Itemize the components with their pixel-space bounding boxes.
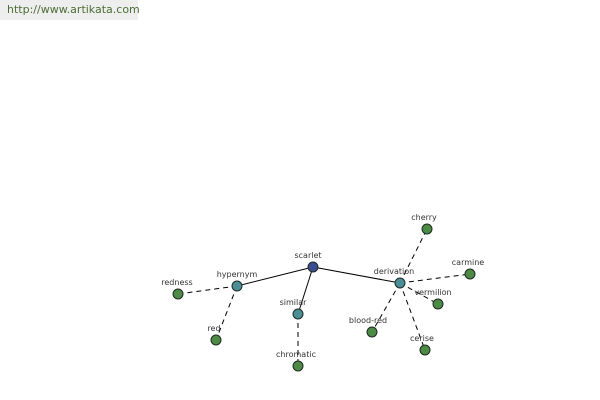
- word-node-circle[interactable]: [292, 360, 304, 372]
- relation-node-label[interactable]: similar: [280, 298, 308, 307]
- relation-node-label[interactable]: hypernym: [217, 270, 258, 279]
- word-node-chromatic[interactable]: chromatic: [276, 350, 316, 372]
- relation-node-hypernym[interactable]: hypernym: [217, 270, 258, 292]
- word-node-carmine[interactable]: carmine: [452, 258, 485, 280]
- word-node-cherry[interactable]: cherry: [411, 213, 437, 235]
- word-node-circle[interactable]: [366, 326, 378, 338]
- word-edge-red: [215, 285, 238, 341]
- word-edge-carmine: [399, 273, 471, 284]
- word-node-redness[interactable]: redness: [161, 278, 193, 300]
- word-node-circle[interactable]: [432, 298, 444, 310]
- root-node-scarlet[interactable]: scarlet: [294, 251, 322, 273]
- word-node-label[interactable]: blood-red: [349, 316, 387, 325]
- word-edge-cherry: [399, 228, 428, 284]
- relation-edge-similar: [297, 266, 314, 315]
- relation-node-circle[interactable]: [231, 280, 243, 292]
- word-node-cerise[interactable]: cerise: [410, 334, 434, 356]
- word-edge-vermilion: [399, 282, 439, 305]
- root-node-label[interactable]: scarlet: [294, 251, 321, 260]
- graph-edges: [177, 228, 471, 366]
- word-node-circle[interactable]: [172, 288, 184, 300]
- word-node-label[interactable]: redness: [161, 278, 192, 287]
- word-node-red[interactable]: red: [207, 324, 222, 346]
- word-node-label[interactable]: vermilion: [414, 288, 451, 297]
- relation-edge-derivation: [312, 266, 401, 284]
- word-node-label[interactable]: carmine: [452, 258, 485, 267]
- graph-nodes: redness red chromatic cherry carmine vermilio…: [161, 213, 485, 372]
- word-node-circle[interactable]: [210, 334, 222, 346]
- word-node-circle[interactable]: [419, 344, 431, 356]
- word-node-circle[interactable]: [421, 223, 433, 235]
- relation-node-circle[interactable]: [394, 277, 406, 289]
- word-edge-redness: [177, 285, 238, 295]
- relation-node-label[interactable]: derivation: [374, 267, 414, 276]
- word-node-vermilion[interactable]: vermilion: [414, 288, 452, 310]
- word-node-circle[interactable]: [464, 268, 476, 280]
- word-node-blood-red[interactable]: blood-red: [349, 316, 387, 338]
- relation-edge-hypernym: [236, 266, 314, 287]
- relation-node-similar[interactable]: similar: [280, 298, 308, 320]
- word-edge-cerise: [399, 282, 426, 351]
- relation-node-derivation[interactable]: derivation: [374, 267, 414, 289]
- relation-node-circle[interactable]: [292, 308, 304, 320]
- word-node-label[interactable]: cherry: [411, 213, 437, 222]
- site-link[interactable]: http://www.artikata.com: [0, 0, 140, 20]
- word-node-label[interactable]: chromatic: [276, 350, 316, 359]
- word-node-label[interactable]: cerise: [410, 334, 434, 343]
- word-edge-blood-red: [371, 282, 401, 333]
- root-node-circle[interactable]: [307, 261, 319, 273]
- word-node-label[interactable]: red: [207, 324, 220, 333]
